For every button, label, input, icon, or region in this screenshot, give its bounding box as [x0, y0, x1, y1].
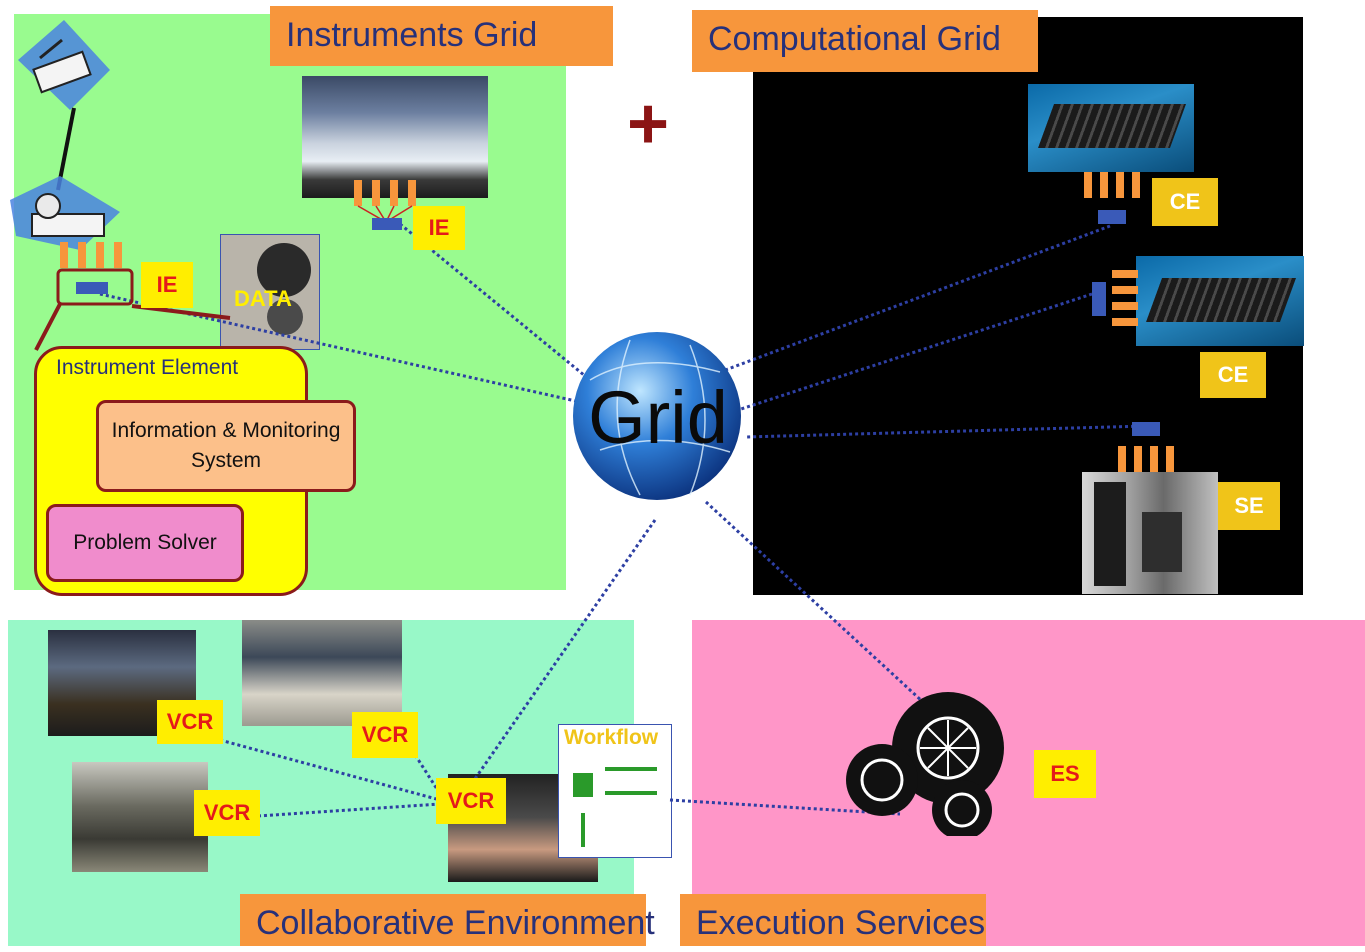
ie-satellite-connector — [60, 242, 122, 268]
ie-mountain-connector — [354, 180, 416, 206]
control-room-photo-2 — [242, 620, 402, 726]
satellite-dish-icon — [10, 176, 120, 250]
vcr-tag-1: VCR — [157, 700, 223, 744]
connector-vcr-3 — [257, 802, 441, 818]
vcr-tag-3: VCR — [194, 790, 260, 836]
plus-sign: + — [626, 84, 670, 164]
satellite-icon — [18, 20, 110, 191]
connector-vcr-1 — [219, 738, 441, 802]
execution-services-title: Execution Services — [680, 894, 986, 946]
workflow-diagram-image — [558, 724, 672, 858]
data-document-image — [220, 234, 320, 350]
vcr-tag-4: VCR — [436, 778, 506, 824]
execution-services-region — [692, 620, 1365, 946]
es-tag: ES — [1034, 750, 1096, 798]
workflow-label: Workflow — [564, 726, 659, 749]
instrument-element-title: Instrument Element — [56, 356, 239, 379]
ce-tag-middle: CE — [1200, 352, 1266, 398]
grid-globe-icon — [573, 332, 741, 500]
problem-solver-box: Problem Solver — [46, 504, 244, 582]
connector-vcr-main — [468, 519, 657, 787]
instruments-grid-title: Instruments Grid — [270, 6, 613, 66]
collaborative-environment-title: Collaborative Environment — [240, 894, 655, 946]
ie-tag-mountain: IE — [413, 206, 465, 250]
ce-top-connector — [1084, 172, 1140, 198]
supercomputer-photo-middle — [1136, 256, 1304, 346]
control-room-photo-3 — [72, 762, 208, 872]
ce-tag-top: CE — [1152, 178, 1218, 226]
computational-grid-title: Computational Grid — [692, 10, 1038, 72]
connector-ie-mountain — [399, 222, 591, 382]
storage-server-photo — [1082, 472, 1218, 594]
connector-es — [704, 500, 938, 716]
connector-se — [745, 424, 1147, 439]
grid-center-label: Grid — [588, 376, 728, 459]
supercomputer-photo-top — [1028, 84, 1194, 172]
info-monitoring-system-box: Information & Monitoring System — [96, 400, 356, 492]
connector-ce-top — [719, 224, 1111, 374]
connector-ie-satellite — [99, 292, 581, 404]
se-tag: SE — [1218, 482, 1280, 530]
connector-workflow — [669, 798, 901, 816]
vcr-tag-2: VCR — [352, 712, 418, 758]
se-connector — [1118, 446, 1174, 472]
ce-middle-connector — [1112, 270, 1138, 326]
gears-icon — [846, 692, 1004, 836]
ie-tag-satellite: IE — [141, 262, 193, 308]
volcano-photo — [302, 76, 488, 198]
connector-ce-middle — [737, 292, 1093, 412]
data-label: DATA — [234, 286, 292, 311]
